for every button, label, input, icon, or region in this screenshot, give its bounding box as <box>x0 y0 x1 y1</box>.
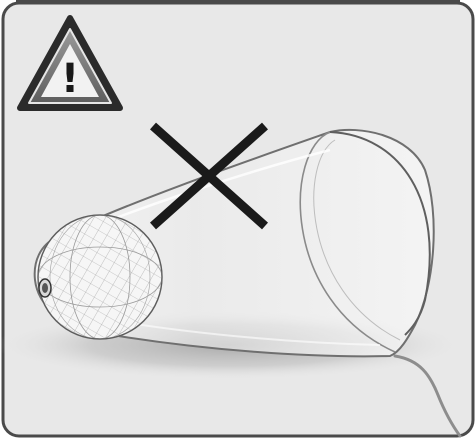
warning-exclamation: ! <box>61 56 79 102</box>
screw-knob-icon <box>39 279 51 297</box>
